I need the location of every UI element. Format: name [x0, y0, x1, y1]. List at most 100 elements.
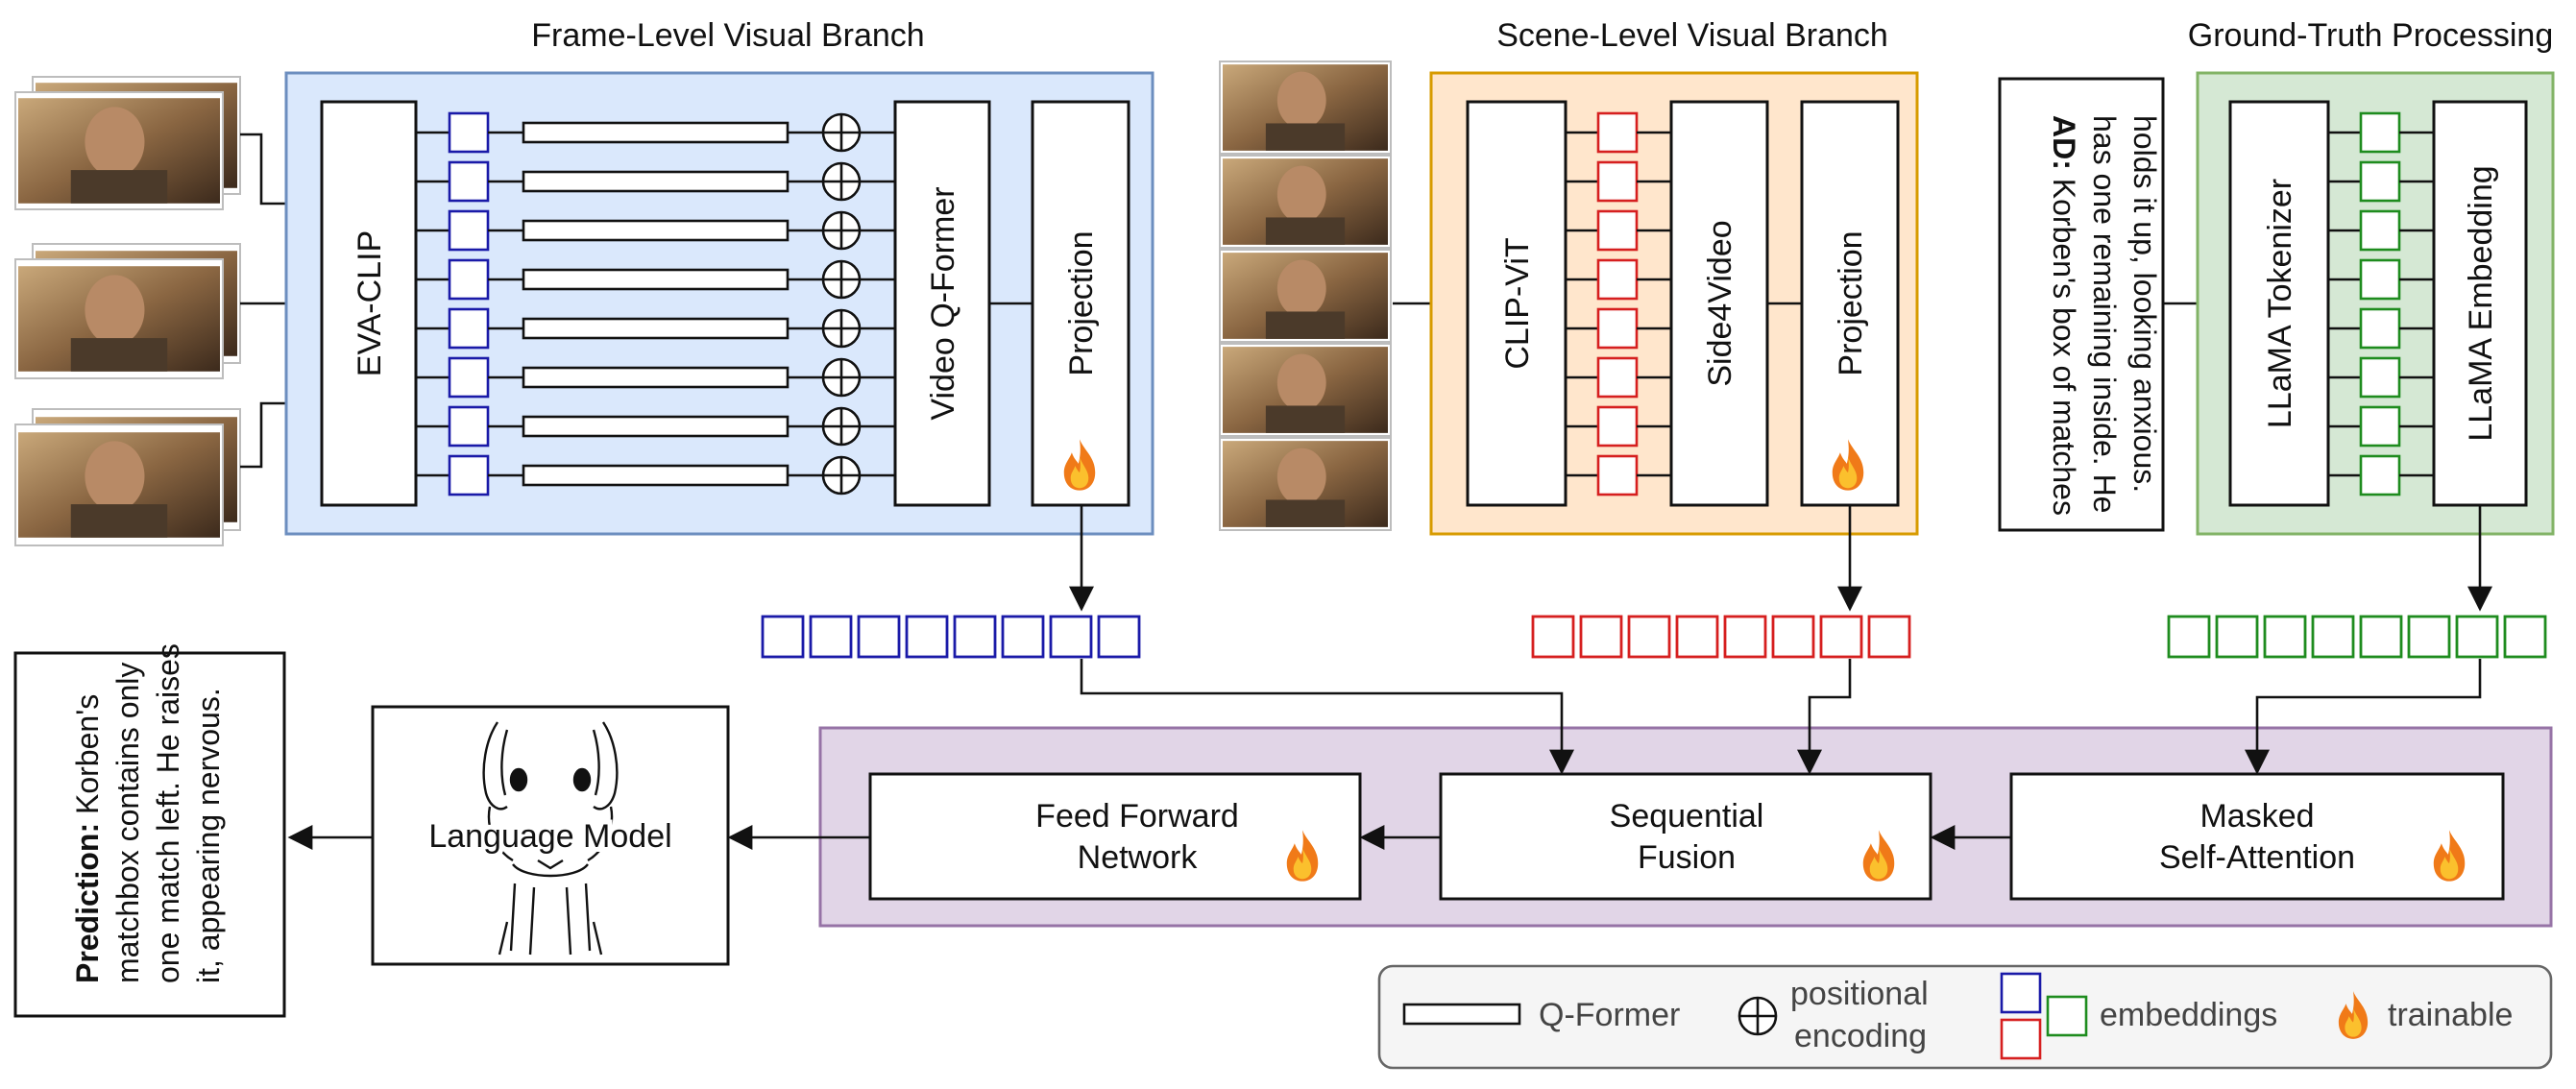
frame-token [448, 209, 490, 252]
circled-plus-icon [821, 308, 862, 349]
ad-text-box [1998, 77, 2165, 532]
frame-projection-label: Projection [1063, 230, 1100, 375]
scene-branch-title: Scene-Level Visual Branch [1496, 17, 1888, 54]
feed-forward-box [868, 772, 1362, 901]
feed-forward-label: Feed Forward [1035, 798, 1239, 835]
llama-embedding-label: LLaMA Embedding [2463, 165, 2499, 441]
scene-projection-label: Projection [1833, 230, 1869, 375]
scene-token [1596, 209, 1639, 252]
frame-embedding-token [809, 615, 853, 659]
gt-embedding-token [2455, 615, 2499, 659]
qformer-bar [522, 170, 790, 193]
scene-token [1596, 258, 1639, 301]
ad-text: AD: Korben's box of matches [2047, 115, 2081, 516]
gt-embedding-token [2407, 615, 2451, 659]
masked-attention-label-2: Self-Attention [2159, 839, 2355, 876]
circled-plus-icon [821, 406, 862, 447]
circled-plus-icon [821, 112, 862, 153]
scene-embedding-tokens [1531, 615, 1911, 659]
qformer-bar [522, 415, 790, 438]
language-model-label: Language Model [428, 818, 671, 855]
frame-token [448, 258, 490, 301]
frame-branch-title: Frame-Level Visual Branch [531, 17, 924, 54]
scene-token [1596, 454, 1639, 496]
frame-input-images [14, 76, 241, 546]
scene-embedding-token [1531, 615, 1575, 659]
qformer-bar [522, 317, 790, 340]
llama-icon [482, 721, 619, 956]
scene-input-images [1219, 60, 1392, 531]
legend-qformer-label: Q-Former [1539, 997, 1680, 1033]
gt-token [2359, 405, 2401, 448]
frame-token [448, 160, 490, 203]
gt-embedding-token [2167, 615, 2211, 659]
legend-scene-token-swatch [2000, 1018, 2042, 1060]
frame-embedding-token [1001, 615, 1045, 659]
frame-embedding-token [905, 615, 949, 659]
circled-plus-icon [821, 259, 862, 300]
legend-qformer-swatch [1402, 1003, 1521, 1026]
frame-embedding-token [761, 615, 805, 659]
gt-processing-title: Ground-Truth Processing [2188, 17, 2553, 54]
scene-token [1596, 111, 1639, 154]
circled-plus-icon [821, 455, 862, 496]
qformer-bar [522, 268, 790, 291]
eva-clip-label: EVA-CLIP [352, 230, 388, 376]
scene-embedding-token [1723, 615, 1767, 659]
frame-embedding-token [1049, 615, 1093, 659]
side4video-label: Side4Video [1702, 220, 1738, 386]
circled-plus-icon [821, 161, 862, 202]
legend-positional-label-2: encoding [1794, 1018, 1927, 1054]
gt-embedding-token [2311, 615, 2355, 659]
qformer-bar [522, 121, 790, 144]
frame-embedding-token [1097, 615, 1141, 659]
frame-token-rows [416, 111, 895, 496]
frame-embedding-token [953, 615, 997, 659]
frame-token [448, 356, 490, 399]
scene-embedding-token [1627, 615, 1671, 659]
scene-embedding-token [1771, 615, 1815, 659]
gt-embedding-token [2215, 615, 2259, 659]
scene-token [1596, 405, 1639, 448]
prediction-box [13, 651, 286, 1018]
prediction-text-line4: it, appearing nervous. [191, 688, 226, 983]
frame-image-1 [14, 76, 241, 210]
qformer-bar [522, 464, 790, 487]
frame-token [448, 111, 490, 154]
gt-token [2359, 111, 2401, 154]
frame-image-2 [14, 243, 241, 379]
frame-token [448, 307, 490, 350]
circled-plus-icon [821, 357, 862, 398]
scene-embedding-token [1867, 615, 1911, 659]
frame-token [448, 405, 490, 448]
video-qformer-label: Video Q-Former [925, 186, 961, 420]
scene-token [1596, 356, 1639, 399]
frame-embedding-tokens [761, 615, 1141, 659]
masked-attention-label: Masked [2199, 798, 2314, 835]
ad-text-line2: has one remaining inside. He [2087, 115, 2122, 513]
sequential-fusion-box [1439, 772, 1932, 901]
scene-embedding-token [1675, 615, 1719, 659]
sequential-fusion-label: Sequential [1610, 798, 1764, 835]
language-model-box [371, 705, 730, 966]
gt-token [2359, 258, 2401, 301]
gt-token [2359, 209, 2401, 252]
ad-text-line3: holds it up, looking anxious. [2127, 115, 2162, 493]
frame-image-3 [14, 408, 241, 546]
gt-embedding-token [2503, 615, 2547, 659]
gt-embedding-token [2263, 615, 2307, 659]
scene-token [1596, 307, 1639, 350]
circled-plus-icon [821, 210, 862, 251]
frame-embedding-token [857, 615, 901, 659]
prediction-text-line2: matchbox contains only [110, 663, 145, 983]
scene-embedding-token [1819, 615, 1863, 659]
masked-attention-box [2009, 772, 2505, 901]
frame-token [448, 454, 490, 496]
frame-connectors [240, 133, 286, 469]
gt-embedding-tokens [2167, 615, 2547, 659]
clip-vit-label: CLIP-ViT [1499, 237, 1536, 369]
prediction-text-line3: one match left. He raises [151, 643, 185, 983]
scene-token [1596, 160, 1639, 203]
qformer-bar [522, 219, 790, 242]
